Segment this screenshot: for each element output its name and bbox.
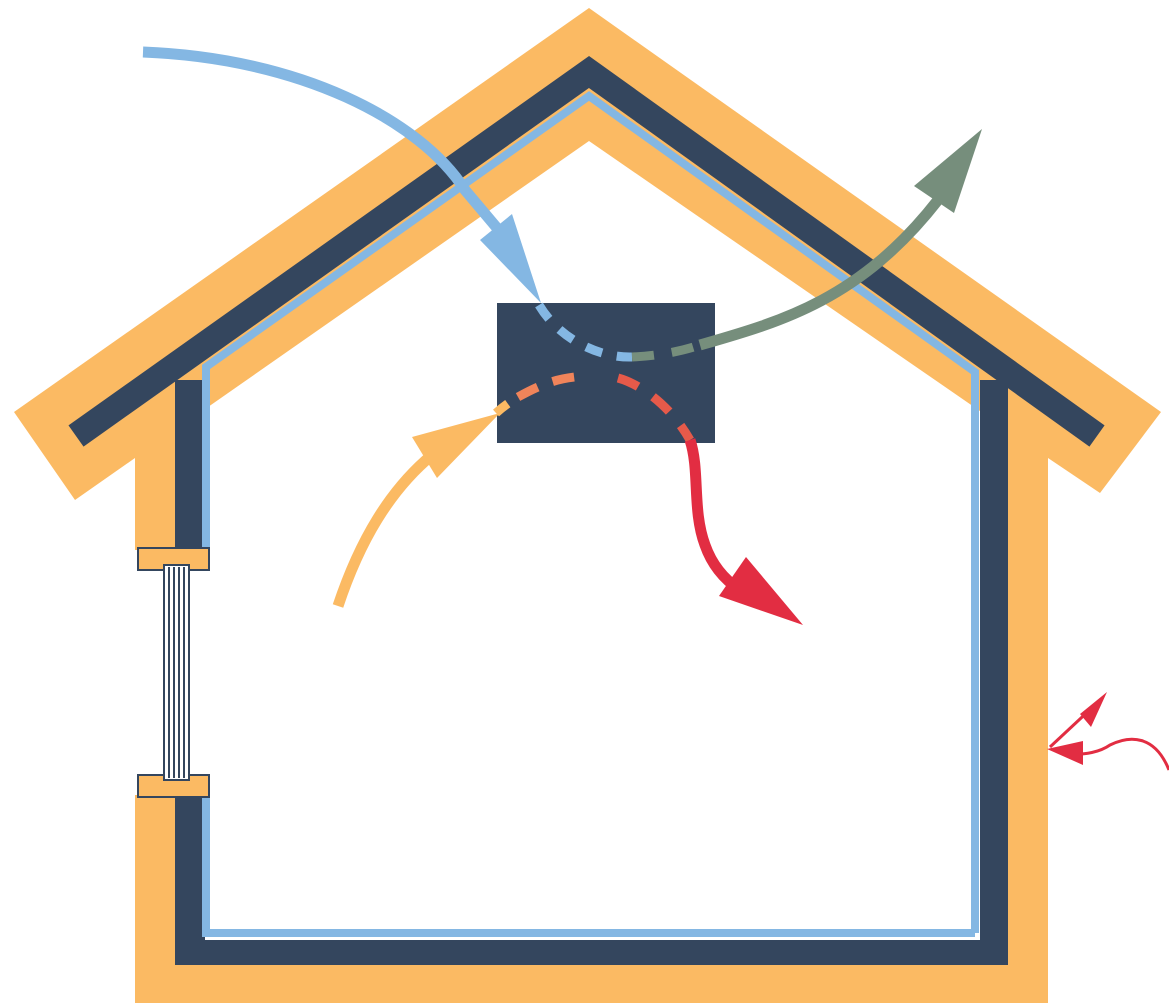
structure-roof [68,56,1105,447]
fresh-air-arrow [142,46,633,362]
structure-layer [68,56,1105,965]
insulation-right-wall [1005,410,1048,1003]
window-icon [163,564,190,781]
vapour-barrier-layer [202,91,979,937]
vapour-barrier-top [202,91,979,933]
structure-left-wall-upper [175,380,205,550]
insulation-floor [135,962,1048,1003]
vapour-barrier-bottom [202,797,975,937]
structure-floor [175,940,1008,965]
exhaust-air-arrow [631,129,982,362]
heat-recovery-unit-icon [497,303,715,443]
structure-right-wall [980,380,1008,965]
wall-heat-transfer-arrows [1047,692,1169,771]
insulation-layer [14,8,1161,1003]
window [137,547,210,798]
extract-air-arrow [616,373,803,625]
insulation-left-wall-upper [135,410,179,550]
structure-left-wall-lower [175,795,205,965]
supply-air-arrow [332,371,586,608]
